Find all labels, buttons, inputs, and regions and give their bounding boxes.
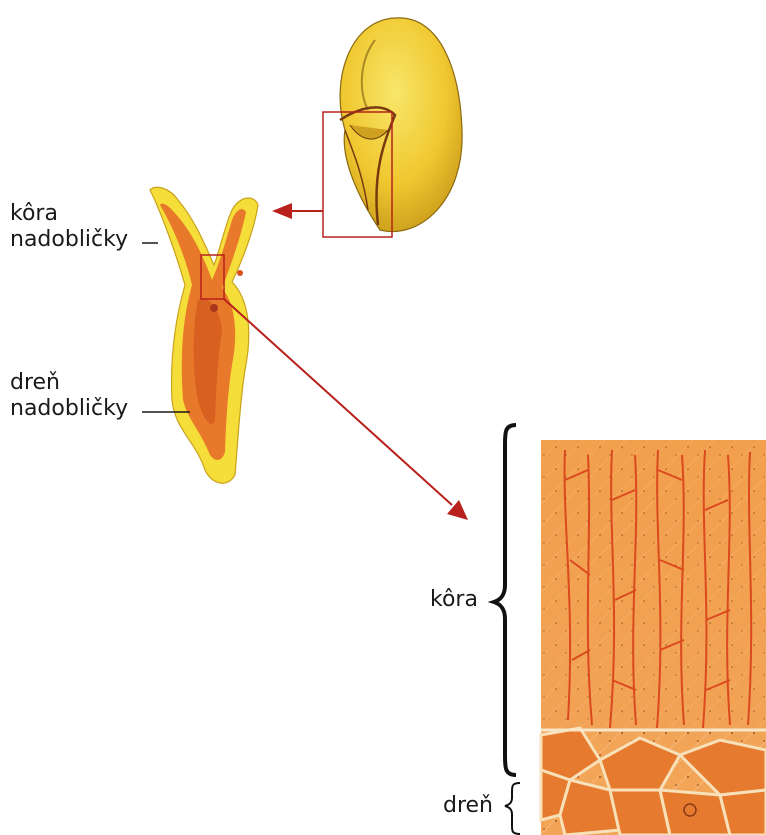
label-cortex-line2: nadobličky (10, 227, 128, 253)
whole-gland-illustration (340, 18, 462, 232)
label-medulla-section: dreň nadobličky (10, 370, 128, 422)
label-medulla-line1: dreň (10, 370, 128, 396)
arrow-to-section (272, 203, 323, 219)
label-medulla-line2: nadobličky (10, 396, 128, 422)
cortex-brace (494, 425, 516, 775)
gland-cross-section (150, 187, 258, 483)
label-tissue-medulla: dreň (443, 793, 493, 819)
label-tissue-cortex: kôra (430, 587, 478, 613)
arrow-to-tissue (224, 299, 468, 520)
tissue-micrograph (541, 440, 766, 835)
label-cortex-line1: kôra (10, 201, 128, 227)
label-cortex-section: kôra nadobličky (10, 201, 128, 253)
medulla-brace (505, 783, 520, 834)
